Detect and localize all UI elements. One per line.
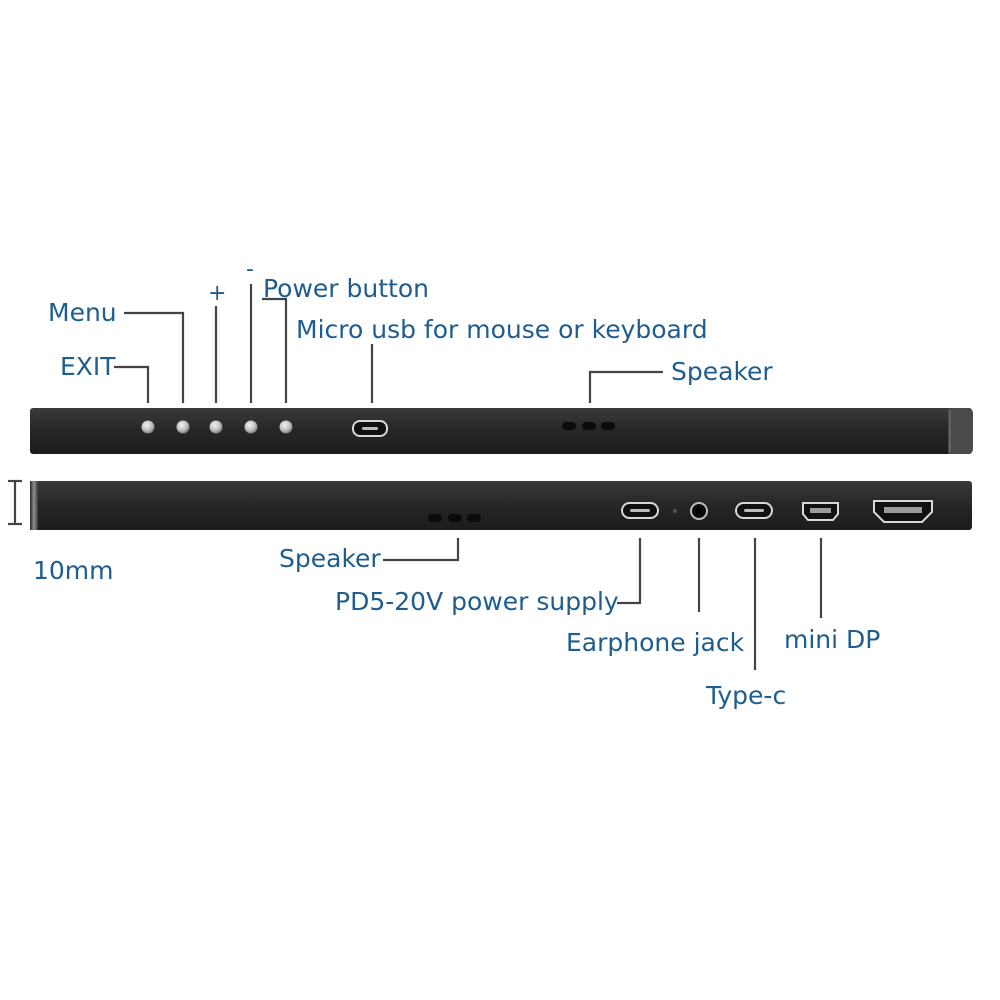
- bottom-edge-left-bevel: [30, 481, 38, 530]
- bottom-speaker-grille: [428, 514, 481, 522]
- status-led-icon: [673, 509, 677, 513]
- label-thickness: 10mm: [33, 556, 114, 585]
- top-edge-panel: [30, 408, 973, 454]
- label-speaker-bottom: Speaker: [279, 544, 381, 573]
- minus-button[interactable]: [244, 420, 258, 434]
- top-leader-lines: [114, 284, 663, 403]
- top-edge-body: [30, 408, 972, 454]
- label-plus: +: [208, 281, 226, 306]
- plus-button[interactable]: [209, 420, 223, 434]
- bottom-edge-body: [30, 481, 972, 530]
- menu-button[interactable]: [176, 420, 190, 434]
- bottom-leader-lines: [383, 538, 823, 670]
- label-type-c: Type-c: [705, 681, 786, 710]
- label-minus: -: [246, 257, 254, 282]
- label-power-button: Power button: [263, 274, 429, 303]
- top-edge-right-bevel: [948, 408, 973, 454]
- label-mini-dp: mini DP: [784, 625, 880, 654]
- bottom-edge-panel: [30, 481, 972, 530]
- label-exit: EXIT: [60, 352, 116, 381]
- label-menu: Menu: [48, 298, 117, 327]
- thickness-bracket: [8, 479, 22, 526]
- label-earphone-jack: Earphone jack: [566, 628, 745, 657]
- power-button[interactable]: [279, 420, 293, 434]
- label-speaker-top: Speaker: [671, 357, 773, 386]
- exit-button[interactable]: [141, 420, 155, 434]
- label-micro-usb: Micro usb for mouse or keyboard: [296, 315, 708, 344]
- label-pd-power: PD5-20V power supply: [335, 587, 619, 616]
- top-speaker-grille: [562, 422, 615, 430]
